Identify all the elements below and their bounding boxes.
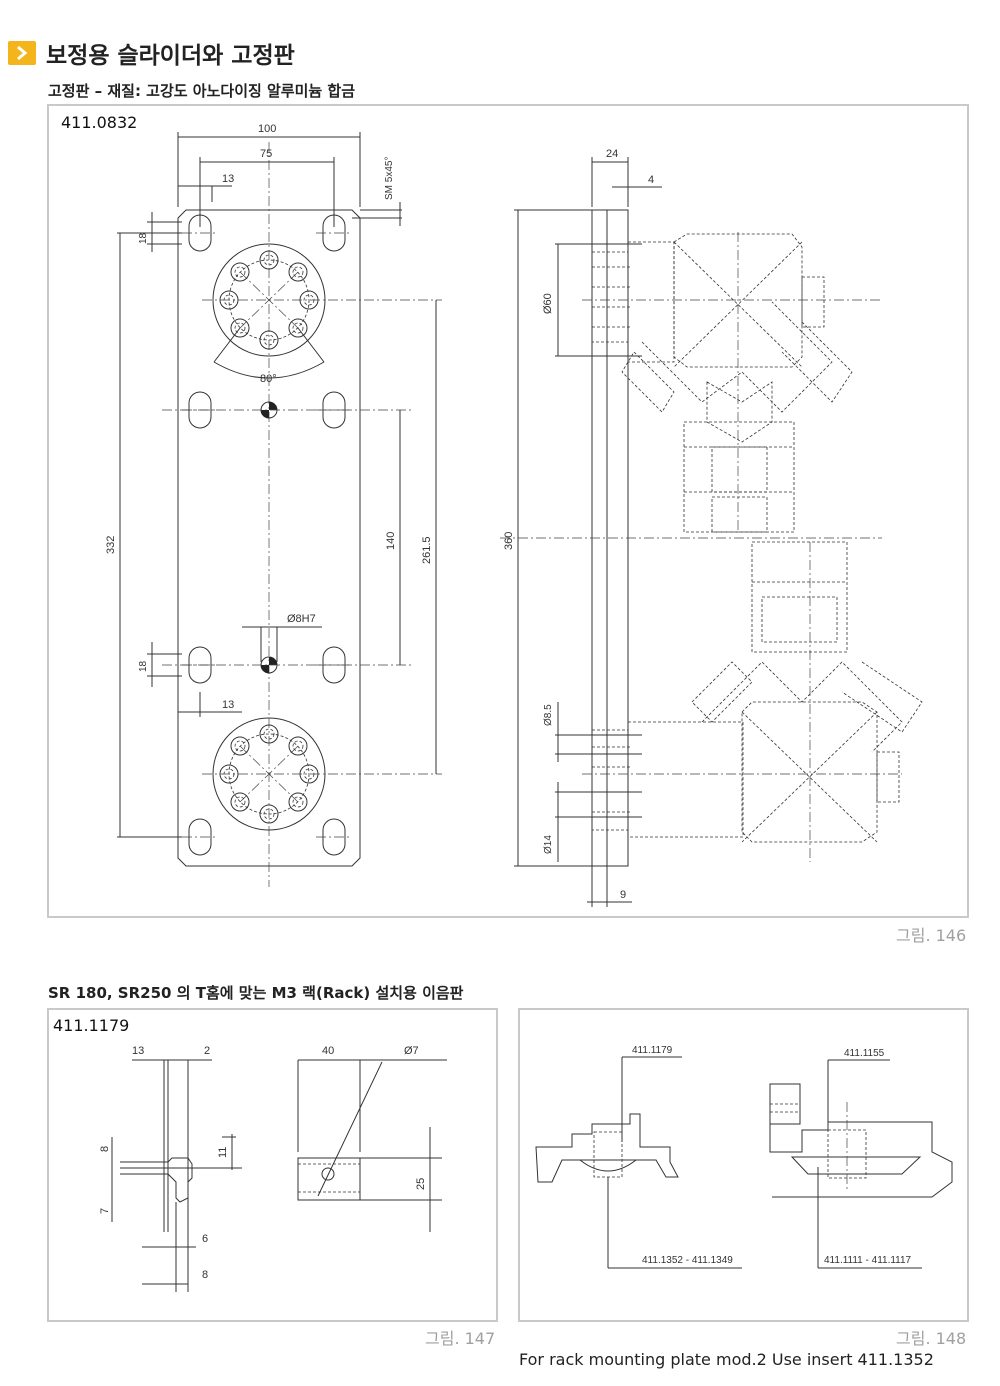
label-411-1179: 411.1179 [632, 1045, 673, 1056]
footer-note: For rack mounting plate mod.2 Use insert… [519, 1350, 934, 1369]
drawing-panel-411-0832: 411.0832 [47, 104, 969, 918]
dim-8-5: Ø8.5 [543, 704, 554, 726]
dim-13: 13 [222, 173, 234, 185]
dim-6: 6 [202, 1233, 208, 1245]
figure-caption-146: 그림. 146 [896, 926, 967, 945]
dim-9: 9 [620, 889, 626, 901]
figure-caption-147: 그림. 147 [425, 1329, 496, 1348]
section-title-rack-plate: SR 180, SR250 의 T홈에 맞는 M3 랙(Rack) 설치용 이음… [48, 984, 464, 1002]
figure-caption-148: 그림. 148 [896, 1329, 967, 1348]
drawing-panel-assembly: 411.1179 411.1352 - 411.1349 411.1155 41… [518, 1008, 969, 1322]
dim-14: Ø14 [543, 835, 554, 854]
dim-360: 360 [503, 532, 515, 550]
dim-8: 8 [99, 1146, 111, 1152]
dim-40: 40 [322, 1045, 334, 1057]
dim-7: 7 [99, 1208, 111, 1214]
page-title: 보정용 슬라이더와 고정판 [46, 43, 295, 69]
rack-plate-drawing: 13 2 8 11 7 6 8 40 Ø7 25 [99, 1045, 447, 1292]
plate-side-view: 24 4 360 Ø60 Ø8.5 Ø14 9 [500, 148, 923, 907]
dim-chamfer: SM 5x45° [384, 157, 395, 200]
plate-front-view: 100 75 13 SM 5x45° 18 80° 332 140 261.5 … [105, 123, 442, 887]
chevron-right-icon [8, 41, 36, 65]
dim-75: 75 [260, 148, 272, 160]
section-subtitle: 고정판 – 재질: 고강도 아노다이징 알루미늄 합금 [48, 82, 356, 100]
dim-13: 13 [132, 1045, 144, 1057]
dim-2: 2 [204, 1045, 210, 1057]
dim-18-bottom: 18 [138, 660, 149, 672]
mounting-plate-drawing: 100 75 13 SM 5x45° 18 80° 332 140 261.5 … [105, 123, 923, 907]
rack-assembly-drawing: 411.1179 411.1352 - 411.1349 411.1155 41… [535, 1045, 953, 1269]
dim-332: 332 [105, 536, 117, 554]
dim-18-top: 18 [138, 232, 149, 244]
dim-13-bottom: 13 [222, 699, 234, 711]
dim-100: 100 [258, 123, 276, 135]
drawing-panel-411-1179: 411.1179 13 2 8 11 7 6 8 [47, 1008, 498, 1322]
dim-140: 140 [385, 532, 397, 550]
hole-pattern-bottom [202, 717, 442, 831]
dim-8-bottom: 8 [202, 1269, 208, 1281]
dim-80-deg: 80° [260, 373, 277, 385]
part-code: 411.0832 [61, 113, 138, 132]
dim-dia-7: Ø7 [404, 1045, 419, 1057]
part-code: 411.1179 [53, 1016, 130, 1035]
dim-60: Ø60 [542, 293, 554, 314]
label-411-1155: 411.1155 [844, 1048, 885, 1059]
dim-4: 4 [648, 174, 654, 186]
dim-25: 25 [415, 1178, 427, 1190]
dim-11: 11 [217, 1147, 229, 1158]
label-411-1111: 411.1111 - 411.1117 [824, 1255, 912, 1266]
label-411-1352: 411.1352 - 411.1349 [642, 1255, 733, 1266]
hole-pattern-top [202, 243, 442, 379]
center-marker-top [162, 401, 412, 419]
dim-24: 24 [606, 148, 618, 160]
center-marker-bottom [162, 656, 412, 674]
dim-261-5: 261.5 [421, 536, 433, 564]
dim-8h7: Ø8H7 [287, 613, 316, 625]
